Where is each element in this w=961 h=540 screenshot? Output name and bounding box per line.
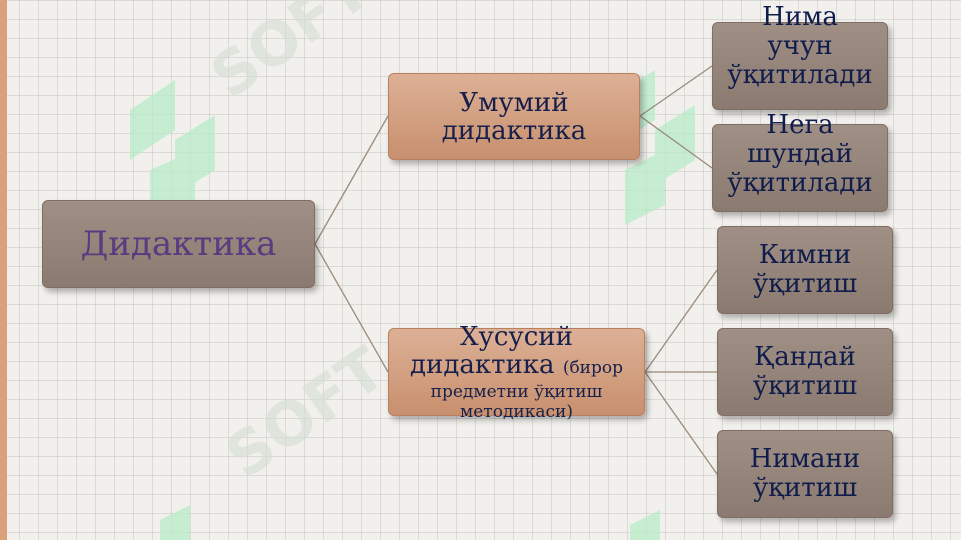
why-so-line-3: ўқитилади — [727, 168, 873, 198]
general-didactics-label: Умумий дидактика — [441, 87, 587, 146]
special-paren: (бирор — [562, 357, 624, 378]
what-label: Нимани ўқитиш — [749, 444, 861, 503]
leaf-why-so-node: Нега шундай ўқитилади — [712, 111, 888, 212]
special-line2: дидактика — [409, 349, 555, 380]
root-node: Дидактика — [42, 200, 315, 288]
special-line3: предметни ўқитиш — [430, 381, 603, 402]
why-line-2: учун — [767, 31, 833, 61]
whom-label: Кимни ўқитиш — [752, 240, 858, 299]
root-label: Дидактика — [80, 224, 277, 264]
why-line-1: Нима — [762, 2, 838, 32]
how-label: Қандай ўқитиш — [752, 342, 858, 401]
special-title: Хусусий — [460, 321, 573, 352]
general-didactics-node: Умумий дидактика — [388, 73, 640, 160]
why-so-line-2: шундай — [747, 139, 853, 169]
leaf-whom-node: Кимни ўқитиш — [717, 226, 893, 314]
leaf-how-node: Қандай ўқитиш — [717, 328, 893, 416]
why-line-3: ўқитилади — [727, 60, 873, 90]
special-line4: методикаси) — [460, 401, 573, 422]
special-didactics-node: Хусусий дидактика (бирор предметни ўқити… — [388, 323, 645, 422]
left-accent-bar — [0, 0, 7, 540]
leaf-why-node: Нима учун ўқитилади — [712, 3, 888, 110]
leaf-what-node: Нимани ўқитиш — [717, 430, 893, 518]
why-so-line-1: Нега — [766, 110, 834, 140]
